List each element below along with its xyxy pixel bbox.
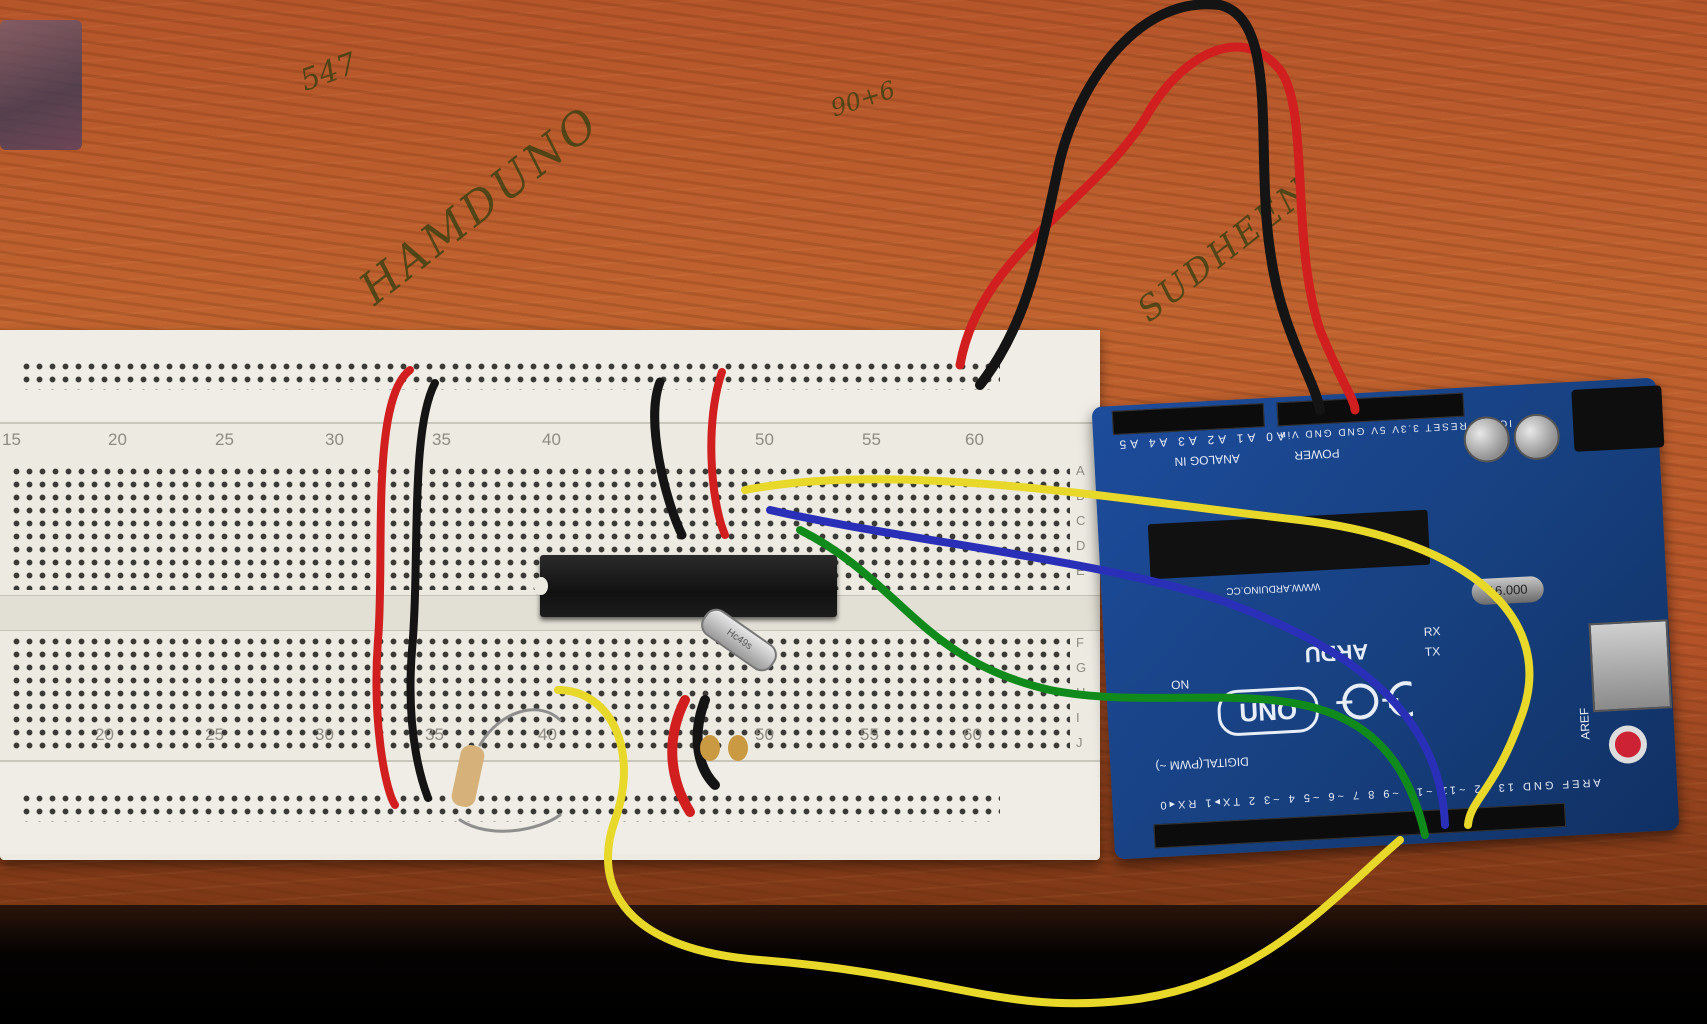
power-rail-top <box>0 330 1100 424</box>
column-number: 60 <box>965 430 984 449</box>
pin-reset: RESET <box>1423 419 1467 433</box>
pin-gnd: GND <box>1302 426 1332 440</box>
pin-4: 4 <box>1285 792 1296 805</box>
pin-a1: A4 <box>1144 435 1168 451</box>
pin-9: ~9 <box>1379 786 1400 800</box>
arduino-uno-board: A0 A1 A2 A3 A4 A5 ANALOG IN IOREF RESET … <box>1091 377 1680 860</box>
rx-label: RX <box>1423 624 1441 640</box>
column-number: 55 <box>860 725 879 744</box>
onboard-microcontroller <box>1147 509 1431 580</box>
usb-port <box>1588 619 1673 713</box>
pin-gnd: GND <box>1335 424 1365 438</box>
column-number: 15 <box>2 430 21 449</box>
pin-0: RX◂0 <box>1157 797 1197 812</box>
reset-button <box>1614 730 1642 759</box>
row-letter: D <box>1076 538 1086 553</box>
column-number: 30 <box>315 725 334 744</box>
column-number: 20 <box>108 430 127 449</box>
column-number: 60 <box>963 725 982 744</box>
pin-5: ~5 <box>1300 790 1320 804</box>
column-number: 50 <box>755 430 774 449</box>
pin-3: ~3 <box>1260 792 1280 806</box>
desk-writing-hamduno: HAMDUNO <box>350 96 611 315</box>
column-number: 35 <box>425 725 444 744</box>
digital-label: DIGITAL(PWM ~) <box>1155 754 1250 774</box>
pin-a0: A5 <box>1115 436 1139 452</box>
pin-1: TX▸1 <box>1202 794 1241 809</box>
row-letter: J <box>1076 735 1083 750</box>
atmega-ic-chip <box>534 555 837 617</box>
pin-a2: A3 <box>1173 433 1198 449</box>
column-number: 30 <box>325 430 344 449</box>
pin-10: ~10 <box>1404 784 1433 799</box>
aref-label: AREF <box>1576 707 1593 741</box>
row-letter: I <box>1076 710 1080 725</box>
rail-holes-top <box>20 360 1000 390</box>
pin-12: 12 <box>1471 781 1490 795</box>
pin-a4: A1 <box>1232 430 1256 446</box>
pin-7: 7 <box>1349 788 1360 802</box>
power-jack <box>1571 385 1665 452</box>
power-label: POWER <box>1293 446 1340 463</box>
tx-label: TX <box>1424 644 1441 659</box>
row-letter: G <box>1076 660 1087 675</box>
desk-writing-547: 547 <box>295 46 362 99</box>
desk-sticker <box>0 20 82 150</box>
column-number: 40 <box>538 725 557 744</box>
pin-3v3: 3.3V <box>1389 422 1420 435</box>
row-letter: E <box>1076 563 1085 578</box>
column-number: 55 <box>862 430 881 449</box>
pin-a3: A2 <box>1203 432 1227 448</box>
power-rail-bottom <box>0 760 1100 854</box>
onboard-crystal: 16.000 <box>1471 575 1545 606</box>
pin-gnd-digital: GND <box>1519 778 1554 793</box>
pin-2: 2 <box>1245 794 1256 807</box>
infinity-logo-icon <box>1336 681 1414 720</box>
column-number: 40 <box>542 430 561 449</box>
uno-logo: UNO <box>1216 685 1320 737</box>
row-letter: B <box>1076 488 1085 503</box>
pin-5v: 5V <box>1368 423 1386 436</box>
analog-in-label: ANALOG IN <box>1174 451 1241 469</box>
pin-8: 8 <box>1364 787 1375 801</box>
website-label: WWW.ARDUINO.CC <box>1226 580 1321 597</box>
column-number: 25 <box>215 430 234 449</box>
pin-13: 13 <box>1495 780 1515 794</box>
desk-writing-90-6: 90+6 <box>827 75 899 123</box>
column-number: 35 <box>432 430 451 449</box>
capacitor <box>1512 412 1561 462</box>
column-number: 20 <box>95 725 114 744</box>
column-number: 50 <box>755 725 774 744</box>
desk-writing-sudheen: SUDHEEN <box>1129 169 1320 331</box>
pin-vin: Vin <box>1277 428 1299 441</box>
row-letter: A <box>1076 463 1085 478</box>
row-letter: H <box>1076 685 1086 700</box>
dark-floor <box>0 905 1707 1024</box>
column-number: 25 <box>205 725 224 744</box>
row-letter: C <box>1076 513 1086 528</box>
on-label: ON <box>1170 677 1190 693</box>
pin-6: ~6 <box>1325 789 1345 803</box>
brand-label: ARDU <box>1304 638 1369 668</box>
rail-holes-bottom <box>20 792 1000 822</box>
row-letter: F <box>1076 635 1084 650</box>
pin-aref: AREF <box>1559 775 1602 791</box>
pin-11: ~11 <box>1438 783 1466 797</box>
